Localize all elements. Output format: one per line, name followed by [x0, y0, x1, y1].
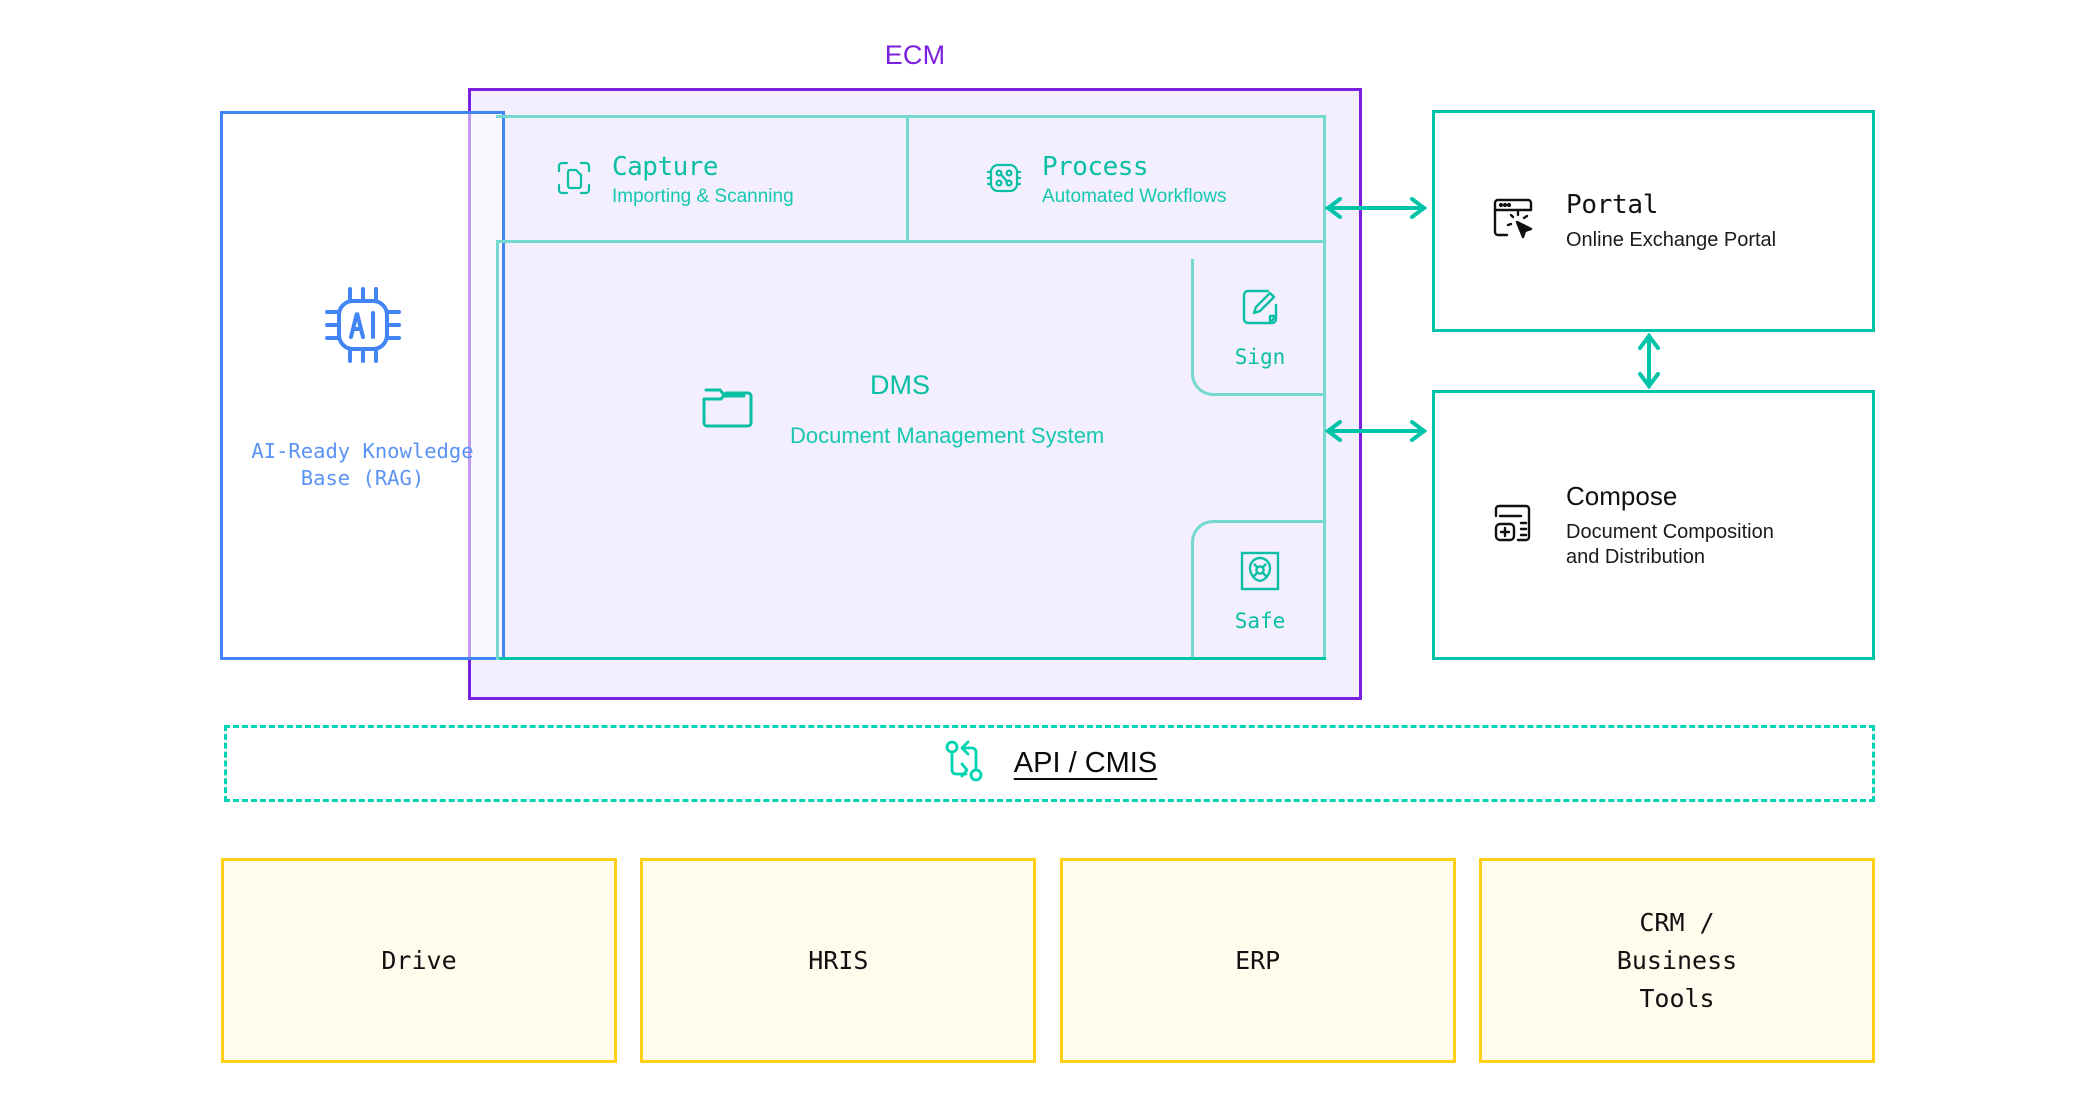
browser-cursor-icon [1490, 194, 1540, 249]
portal-title: Portal [1566, 189, 1659, 220]
inner-frame-top-border [496, 115, 1326, 118]
api-cmis-band[interactable]: API / CMIS [224, 725, 1875, 802]
inner-frame-bottom-border [496, 657, 1326, 660]
folder-icon [700, 378, 758, 441]
inner-frame-mid-divider [496, 240, 1326, 243]
capture-title: Capture [612, 152, 719, 182]
workflow-chip-icon [986, 160, 1022, 201]
integration-label: ERP [1235, 945, 1281, 975]
dms-subtitle: Document Management System [790, 423, 1105, 448]
arrow-portal-compose [1636, 330, 1662, 397]
dms-left-border [496, 243, 499, 660]
safe-label: Safe [1234, 608, 1286, 633]
integrations-row: Drive HRIS ERP CRM / Business Tools [221, 858, 1875, 1063]
module-portal[interactable]: Portal Online Exchange Portal [1432, 110, 1875, 332]
ecm-title: ECM [884, 40, 946, 70]
module-process[interactable]: Process Automated Workflows [986, 152, 1226, 208]
process-subtitle: Automated Workflows [1042, 186, 1227, 207]
ai-knowledge-base-box [220, 111, 505, 660]
module-dms[interactable]: DMS Document Management System [700, 370, 1104, 449]
sign-pen-icon [1237, 284, 1283, 335]
integration-label: Drive [381, 945, 457, 975]
portal-subtitle: Online Exchange Portal [1566, 228, 1777, 251]
integration-hris[interactable]: HRIS [640, 858, 1037, 1063]
arrow-ecm-compose [1320, 418, 1432, 449]
integration-erp[interactable]: ERP [1059, 858, 1456, 1063]
safe-vault-icon [1237, 548, 1283, 599]
document-plus-icon [1490, 498, 1540, 553]
exchange-arrows-icon [942, 736, 988, 791]
sign-label: Sign [1234, 344, 1286, 369]
module-safe[interactable]: Safe [1191, 520, 1326, 657]
integration-label: HRIS [808, 945, 869, 975]
process-title: Process [1042, 152, 1149, 182]
integration-label: CRM / Business Tools [1616, 907, 1738, 1013]
module-capture[interactable]: Capture Importing & Scanning [556, 152, 794, 208]
api-cmis-label: API / CMIS [1013, 747, 1158, 779]
integration-crm[interactable]: CRM / Business Tools [1478, 858, 1875, 1063]
integration-drive[interactable]: Drive [221, 858, 617, 1063]
scan-document-icon [556, 160, 592, 201]
capture-process-divider [906, 115, 909, 243]
dms-title: DMS [870, 370, 930, 400]
compose-title: Compose [1566, 480, 1678, 511]
capture-subtitle: Importing & Scanning [612, 186, 794, 207]
arrow-ecm-portal [1320, 195, 1432, 226]
module-sign[interactable]: Sign [1191, 259, 1326, 396]
